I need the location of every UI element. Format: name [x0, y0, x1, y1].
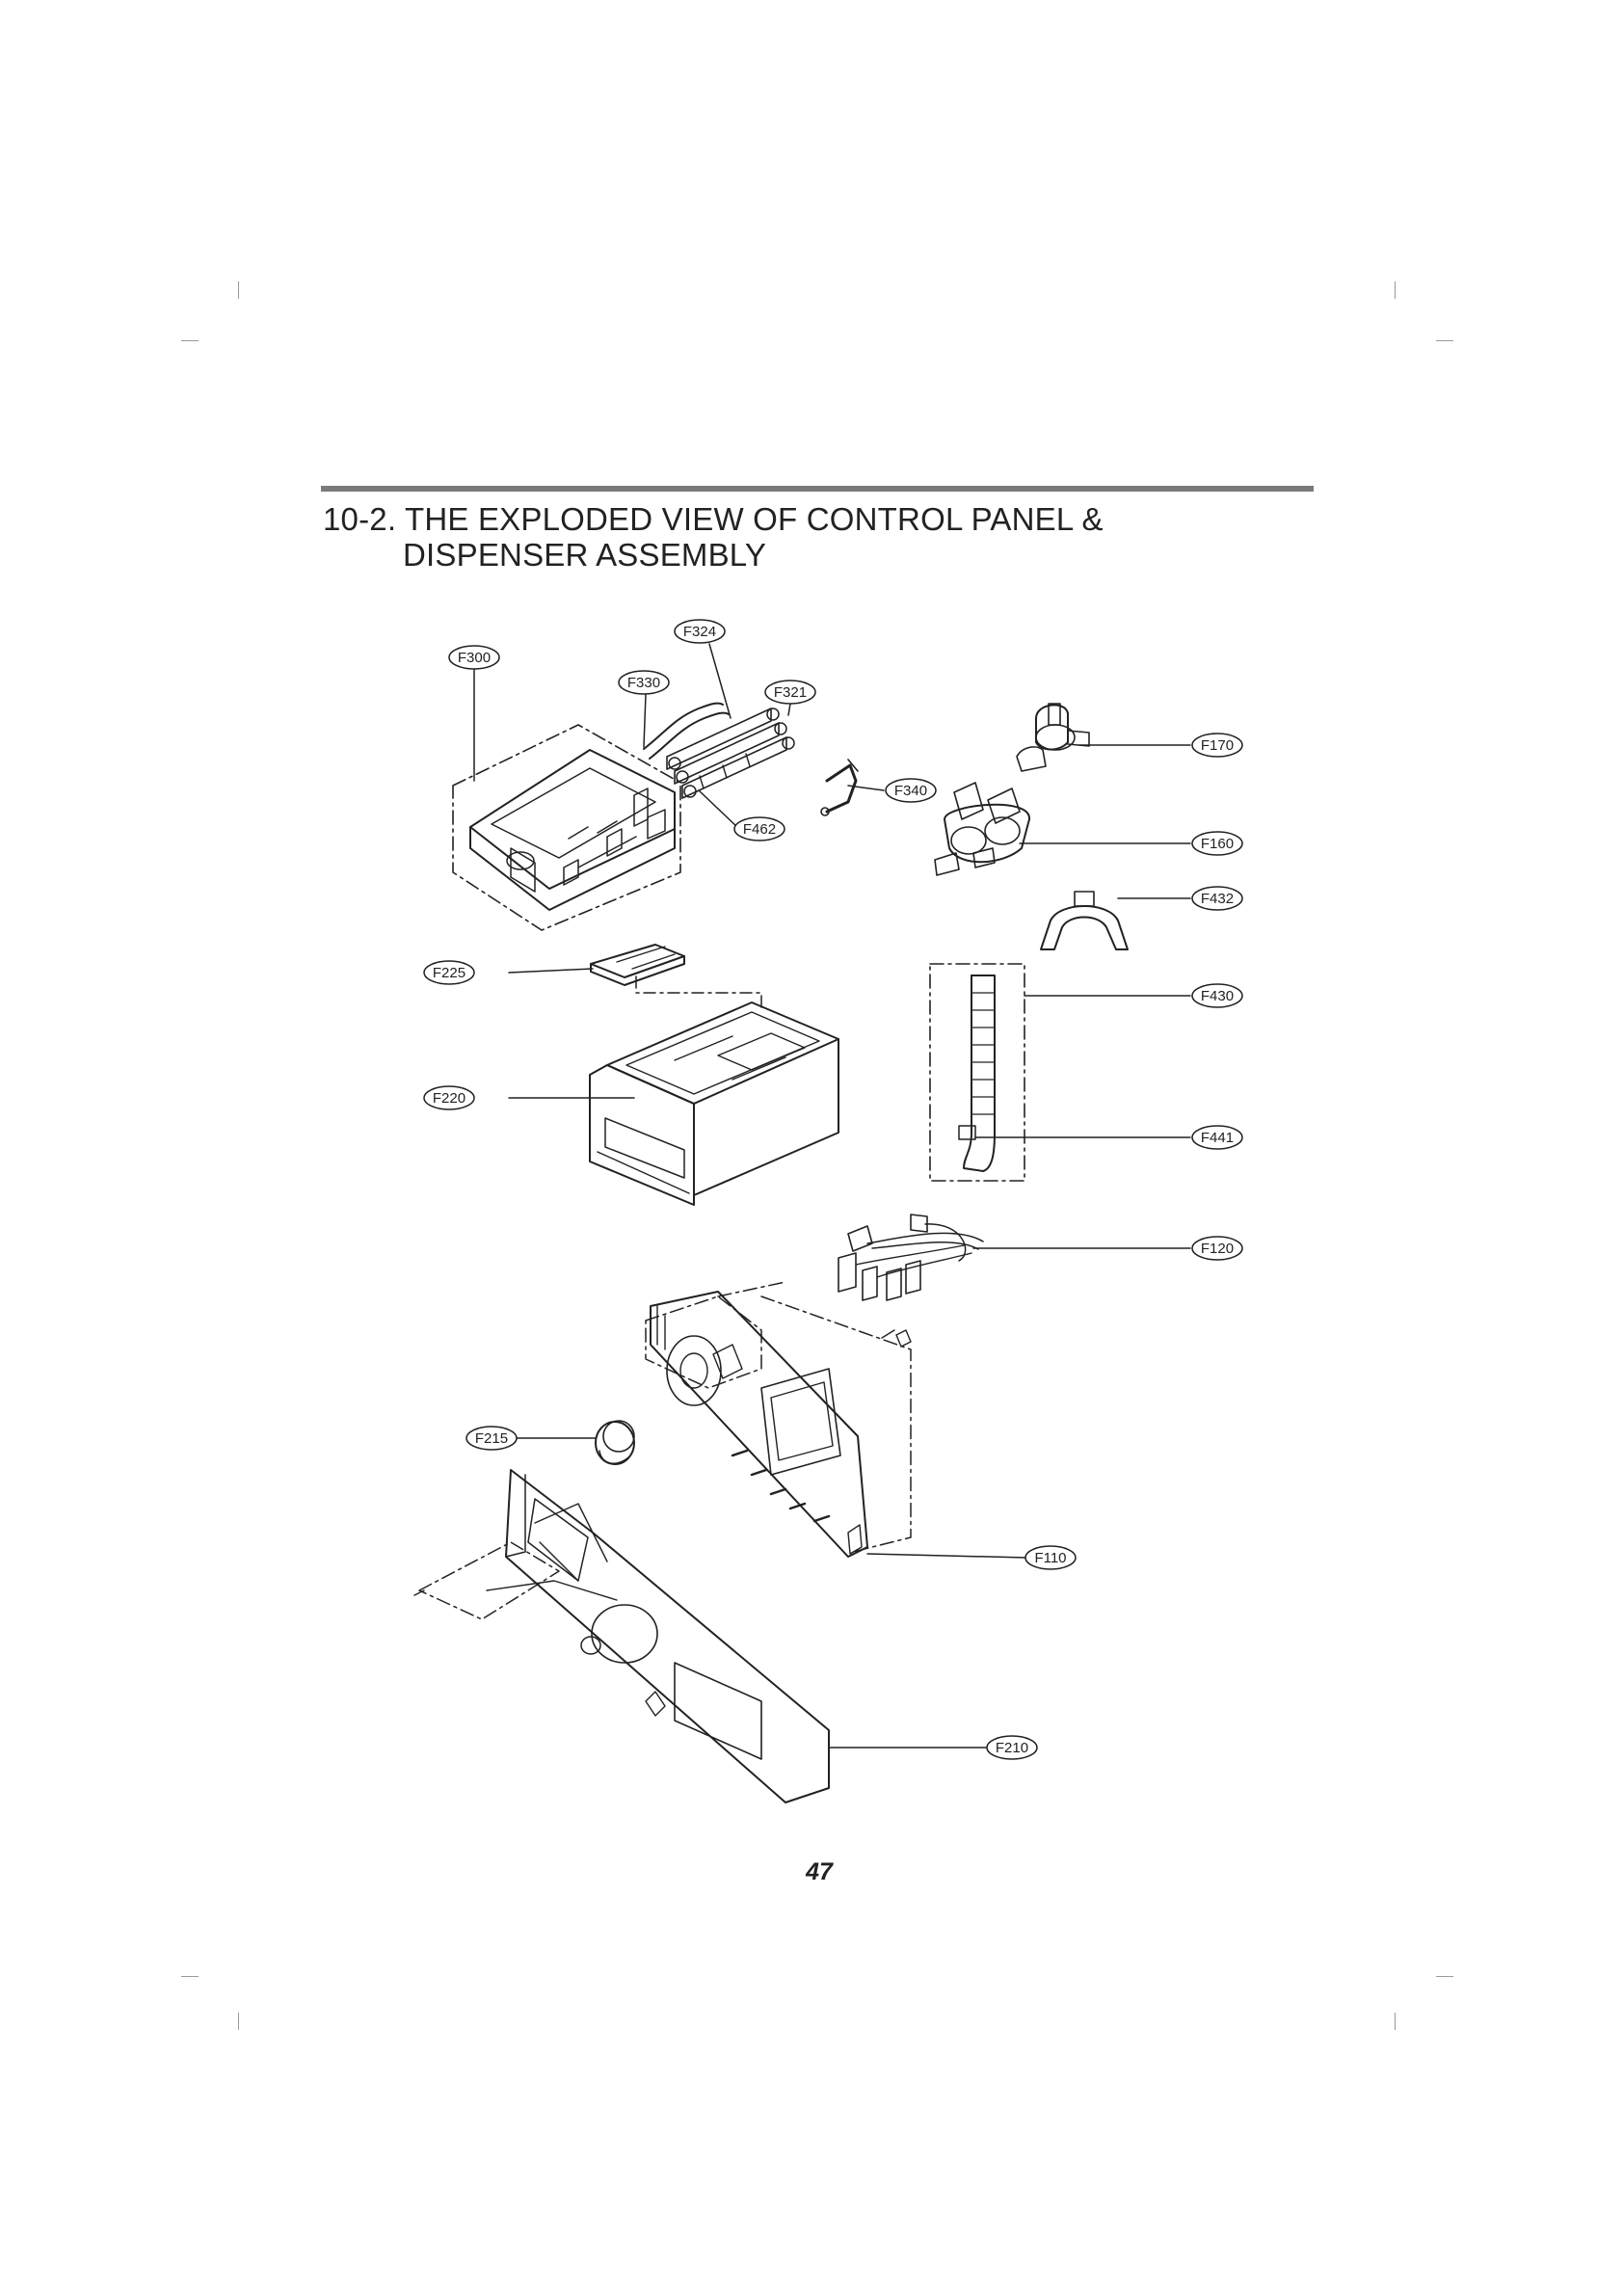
callout-f324: F324	[674, 619, 726, 644]
callout-f340-text: F340	[894, 783, 927, 799]
page-title-line1: 10-2. THE EXPLODED VIEW OF CONTROL PANEL…	[323, 501, 1104, 537]
dispenser-drawer-f220	[589, 1001, 839, 1206]
callout-f340: F340	[885, 778, 937, 803]
valve-f160	[934, 782, 1031, 876]
page-number: 47	[806, 1858, 833, 1885]
callout-f432: F432	[1191, 886, 1243, 911]
callout-f110-text: F110	[1034, 1550, 1066, 1566]
trim-mark-top-right-h	[1436, 340, 1453, 341]
header-rule	[321, 486, 1314, 492]
leader-lines	[473, 643, 1191, 1749]
callout-f210-text: F210	[996, 1740, 1028, 1756]
callout-f170-text: F170	[1201, 737, 1234, 754]
trim-mark-bottom-left-h	[181, 1976, 199, 1977]
callout-f321: F321	[764, 680, 816, 705]
trim-mark-top-left-h	[181, 340, 199, 341]
callout-f321-text: F321	[774, 684, 807, 701]
callout-f300-text: F300	[458, 650, 491, 666]
dispenser-housing-f300	[452, 724, 681, 931]
callout-f430: F430	[1191, 983, 1243, 1008]
callout-f300: F300	[448, 645, 500, 670]
callout-f215-text: F215	[475, 1430, 508, 1447]
callout-f430-text: F430	[1201, 988, 1234, 1004]
callout-f225-text: F225	[433, 965, 466, 981]
callout-f210: F210	[986, 1735, 1038, 1760]
hose-bracket-f432	[1040, 891, 1129, 950]
callout-f110: F110	[1024, 1545, 1077, 1570]
trim-mark-top-right-v	[1395, 281, 1396, 299]
callout-labels: F324 F300 F330 F321 F170 F340 F462 F160 …	[423, 619, 1243, 1760]
control-board-f110	[645, 1281, 912, 1558]
callout-f462: F462	[733, 816, 785, 841]
callout-f441: F441	[1191, 1125, 1243, 1150]
callout-f330: F330	[618, 670, 670, 695]
callout-f441-text: F441	[1201, 1130, 1234, 1146]
trim-mark-bottom-right-h	[1436, 1976, 1453, 1977]
callout-f160: F160	[1191, 831, 1243, 856]
callout-f330-text: F330	[627, 675, 660, 691]
drain-hose-f430	[929, 963, 1025, 1182]
callout-f324-text: F324	[683, 624, 716, 640]
page-title-line2: DISPENSER ASSEMBLY	[403, 537, 767, 573]
valve-f170	[1016, 703, 1090, 772]
trim-mark-top-left-v	[238, 281, 239, 299]
callout-f160-text: F160	[1201, 836, 1234, 852]
callout-f220: F220	[423, 1085, 475, 1110]
trim-mark-bottom-right-v	[1395, 2013, 1396, 2030]
callout-f432-text: F432	[1201, 891, 1234, 907]
callout-f170: F170	[1191, 733, 1243, 758]
callout-f120-text: F120	[1201, 1241, 1234, 1257]
control-panel-f210	[413, 1469, 830, 1803]
callout-f225: F225	[423, 960, 475, 985]
callout-f462-text: F462	[743, 821, 776, 838]
softener-cap-f225	[590, 944, 762, 1013]
callout-f120: F120	[1191, 1236, 1243, 1261]
callout-f220-text: F220	[433, 1090, 466, 1107]
hoses	[643, 702, 795, 799]
callout-f215: F215	[466, 1426, 518, 1451]
pipe-f340	[820, 759, 859, 816]
knob-f215	[595, 1420, 635, 1465]
trim-mark-bottom-left-v	[238, 2013, 239, 2030]
page-title: 10-2. THE EXPLODED VIEW OF CONTROL PANEL…	[323, 501, 1104, 573]
wire-harness-f120	[838, 1214, 984, 1301]
